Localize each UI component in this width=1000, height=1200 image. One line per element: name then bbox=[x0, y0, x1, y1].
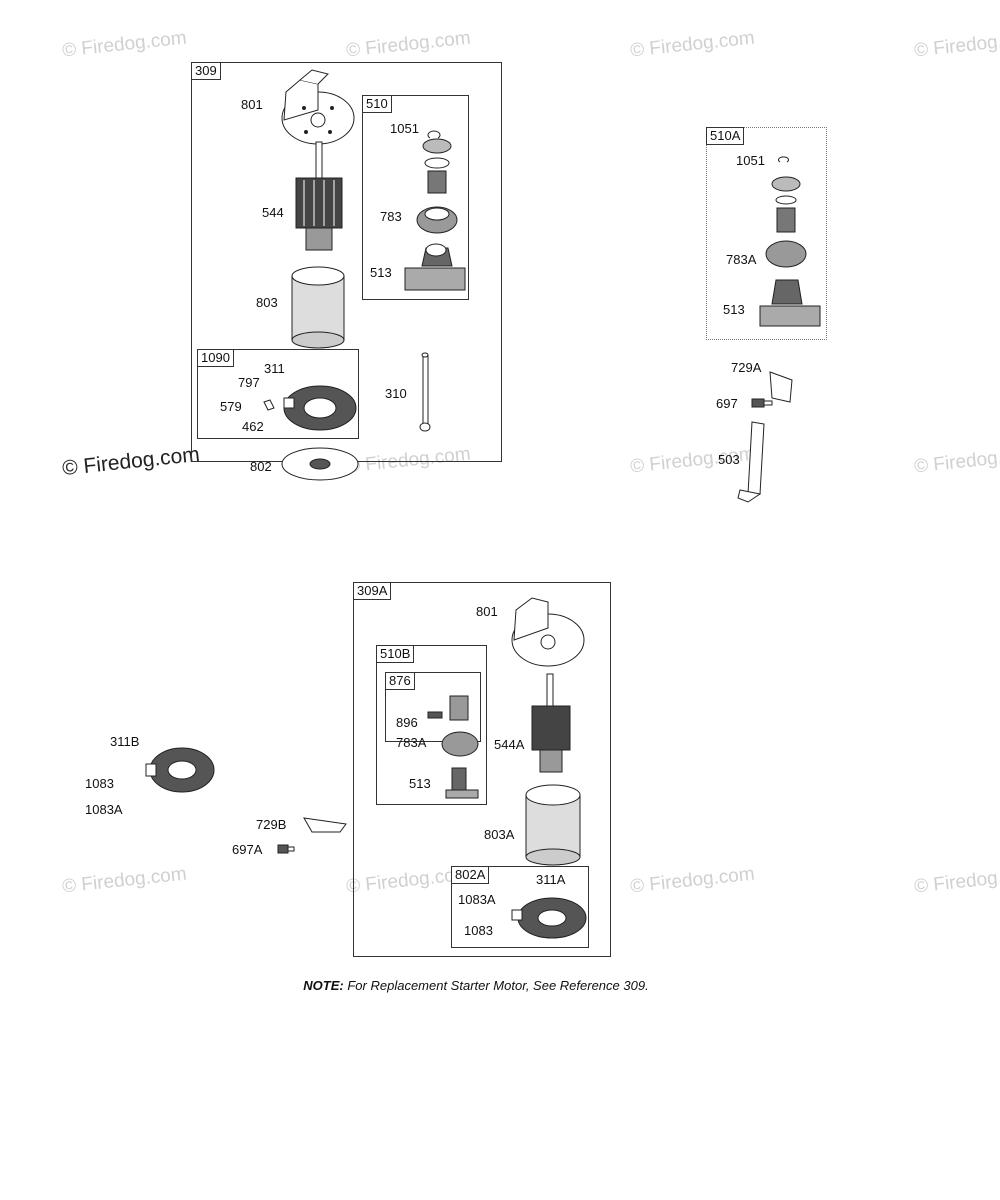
drive-510A bbox=[760, 157, 820, 326]
part-label-544A: 544A bbox=[494, 737, 525, 752]
part-label-513-510A: 513 bbox=[723, 302, 745, 317]
part-label-783A-876: 783A bbox=[396, 735, 427, 750]
part-label-1083-802A: 1083 bbox=[464, 923, 493, 938]
note-text: For Replacement Starter Motor, See Refer… bbox=[343, 978, 649, 993]
part-label-803: 803 bbox=[256, 295, 278, 310]
part-label-1051: 1051 bbox=[390, 121, 419, 136]
group-876-box bbox=[385, 672, 481, 742]
part-label-310: 310 bbox=[385, 386, 407, 401]
end-plate-801-309A bbox=[512, 598, 584, 666]
part-label-797: 797 bbox=[238, 375, 260, 390]
group-tag-876: 876 bbox=[385, 672, 415, 690]
part-label-803A: 803A bbox=[484, 827, 515, 842]
housing-803A bbox=[526, 785, 580, 865]
part-label-311B: 311B bbox=[110, 734, 140, 749]
part-label-503: 503 bbox=[718, 452, 740, 467]
screw-697 bbox=[752, 399, 772, 407]
part-label-783A: 783A bbox=[726, 252, 757, 267]
part-label-1051-510A: 1051 bbox=[736, 153, 765, 168]
drive-876 bbox=[428, 696, 478, 798]
armature-544 bbox=[296, 142, 342, 250]
part-label-783: 783 bbox=[380, 209, 402, 224]
part-label-896: 896 bbox=[396, 715, 418, 730]
part-label-513: 513 bbox=[370, 265, 392, 280]
group-510A-box bbox=[706, 127, 827, 340]
bolt-310 bbox=[420, 353, 430, 431]
group-802A-box bbox=[451, 866, 589, 948]
part-label-801: 801 bbox=[241, 97, 263, 112]
strap-503 bbox=[738, 422, 764, 502]
group-tag-802A: 802A bbox=[451, 866, 490, 884]
brush-holder-311A bbox=[512, 898, 586, 938]
drive-510 bbox=[405, 131, 465, 290]
plate-802 bbox=[282, 448, 358, 480]
group-tag-510: 510 bbox=[362, 95, 392, 113]
part-label-1083A-802A: 1083A bbox=[458, 892, 496, 907]
housing-803 bbox=[292, 267, 344, 348]
part-label-311: 311 bbox=[264, 361, 285, 376]
bracket-729B bbox=[304, 818, 346, 832]
group-tag-510B: 510B bbox=[376, 645, 415, 663]
part-label-802: 802 bbox=[250, 459, 272, 474]
group-tag-1090: 1090 bbox=[197, 349, 234, 367]
part-label-729B: 729B bbox=[256, 817, 287, 832]
part-label-801-309A: 801 bbox=[476, 604, 498, 619]
part-label-311A: 311A bbox=[536, 872, 566, 887]
footer-note: NOTE: For Replacement Starter Motor, See… bbox=[0, 978, 952, 993]
brush-holder-311 bbox=[264, 386, 356, 430]
note-prefix: NOTE: bbox=[303, 978, 344, 993]
group-tag-309A: 309A bbox=[353, 582, 392, 600]
brush-holder-311B bbox=[146, 748, 214, 792]
group-tag-309: 309 bbox=[191, 62, 221, 80]
part-label-544: 544 bbox=[262, 205, 284, 220]
part-label-513-510B: 513 bbox=[409, 776, 431, 791]
part-label-462: 462 bbox=[242, 419, 264, 434]
group-1090-box bbox=[197, 349, 359, 439]
part-label-1083A: 1083A bbox=[85, 802, 123, 817]
armature-544A bbox=[532, 674, 570, 772]
group-309A-box bbox=[353, 582, 611, 957]
group-tag-510A: 510A bbox=[706, 127, 745, 145]
part-label-697: 697 bbox=[716, 396, 738, 411]
group-510-box bbox=[362, 95, 469, 300]
end-plate-801 bbox=[282, 70, 354, 144]
part-label-579: 579 bbox=[220, 399, 242, 414]
part-label-1083: 1083 bbox=[85, 776, 114, 791]
group-510B-box bbox=[376, 645, 487, 805]
part-label-729A: 729A bbox=[731, 360, 762, 375]
bracket-729A bbox=[770, 372, 792, 402]
part-label-697A: 697A bbox=[232, 842, 263, 857]
screw-697A bbox=[278, 845, 294, 853]
